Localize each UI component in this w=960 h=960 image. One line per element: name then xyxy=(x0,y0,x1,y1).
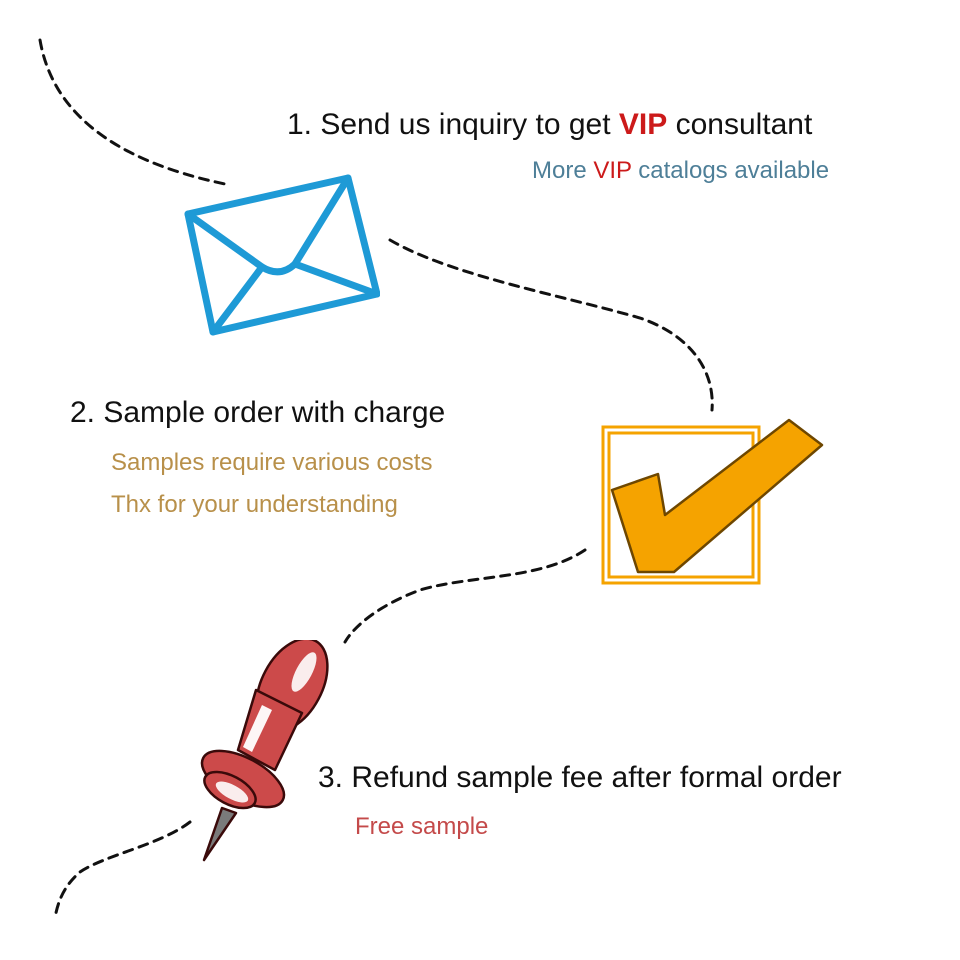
step1-title: 1. Send us inquiry to get VIP consultant xyxy=(287,110,812,140)
step2-subtitle-line1: Samples require various costs xyxy=(111,449,433,476)
step3-title: 3. Refund sample fee after formal order xyxy=(318,761,842,794)
step2-title: 2. Sample order with charge xyxy=(70,396,446,429)
step1-subtitle: More VIP catalogs available xyxy=(532,159,829,183)
step1-sub-vip: VIP xyxy=(593,157,632,184)
checkbox-check-icon xyxy=(601,418,824,585)
path-segment-4 xyxy=(53,820,192,920)
step2-subtitle-line2: Thx for your understanding xyxy=(111,491,398,518)
path-segment-3 xyxy=(343,548,587,644)
envelope-icon xyxy=(184,174,380,336)
step3-subtitle: Free sample xyxy=(355,813,489,840)
step1-sub-suffix: catalogs available xyxy=(631,157,830,184)
step1-title-prefix: 1. Send us inquiry to get xyxy=(287,108,619,141)
step1-sub-prefix: More xyxy=(532,157,594,184)
path-segment-2 xyxy=(388,238,714,412)
pushpin-icon xyxy=(200,640,329,862)
path-segment-1 xyxy=(38,38,227,186)
step1-title-suffix: consultant xyxy=(667,108,813,141)
step1-title-vip: VIP xyxy=(618,108,668,141)
